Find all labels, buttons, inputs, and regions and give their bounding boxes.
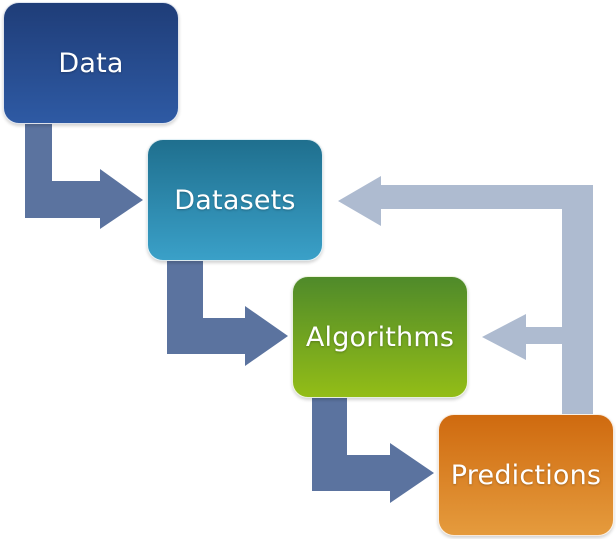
arrow-algorithms-to-predictions: [312, 398, 434, 503]
node-predictions-label: Predictions: [450, 459, 602, 491]
node-datasets: Datasets: [147, 139, 323, 261]
node-data-label: Data: [58, 47, 124, 79]
arrow-data-to-datasets: [25, 124, 143, 229]
feedback-arrow-to-algorithms: [482, 314, 562, 360]
node-predictions: Predictions: [438, 414, 614, 536]
arrow-datasets-to-algorithms: [167, 261, 288, 366]
node-algorithms: Algorithms: [292, 276, 468, 398]
node-data: Data: [3, 2, 179, 124]
node-algorithms-label: Algorithms: [305, 321, 455, 353]
node-datasets-label: Datasets: [174, 184, 296, 216]
feedback-arrow-to-datasets: [338, 176, 593, 414]
